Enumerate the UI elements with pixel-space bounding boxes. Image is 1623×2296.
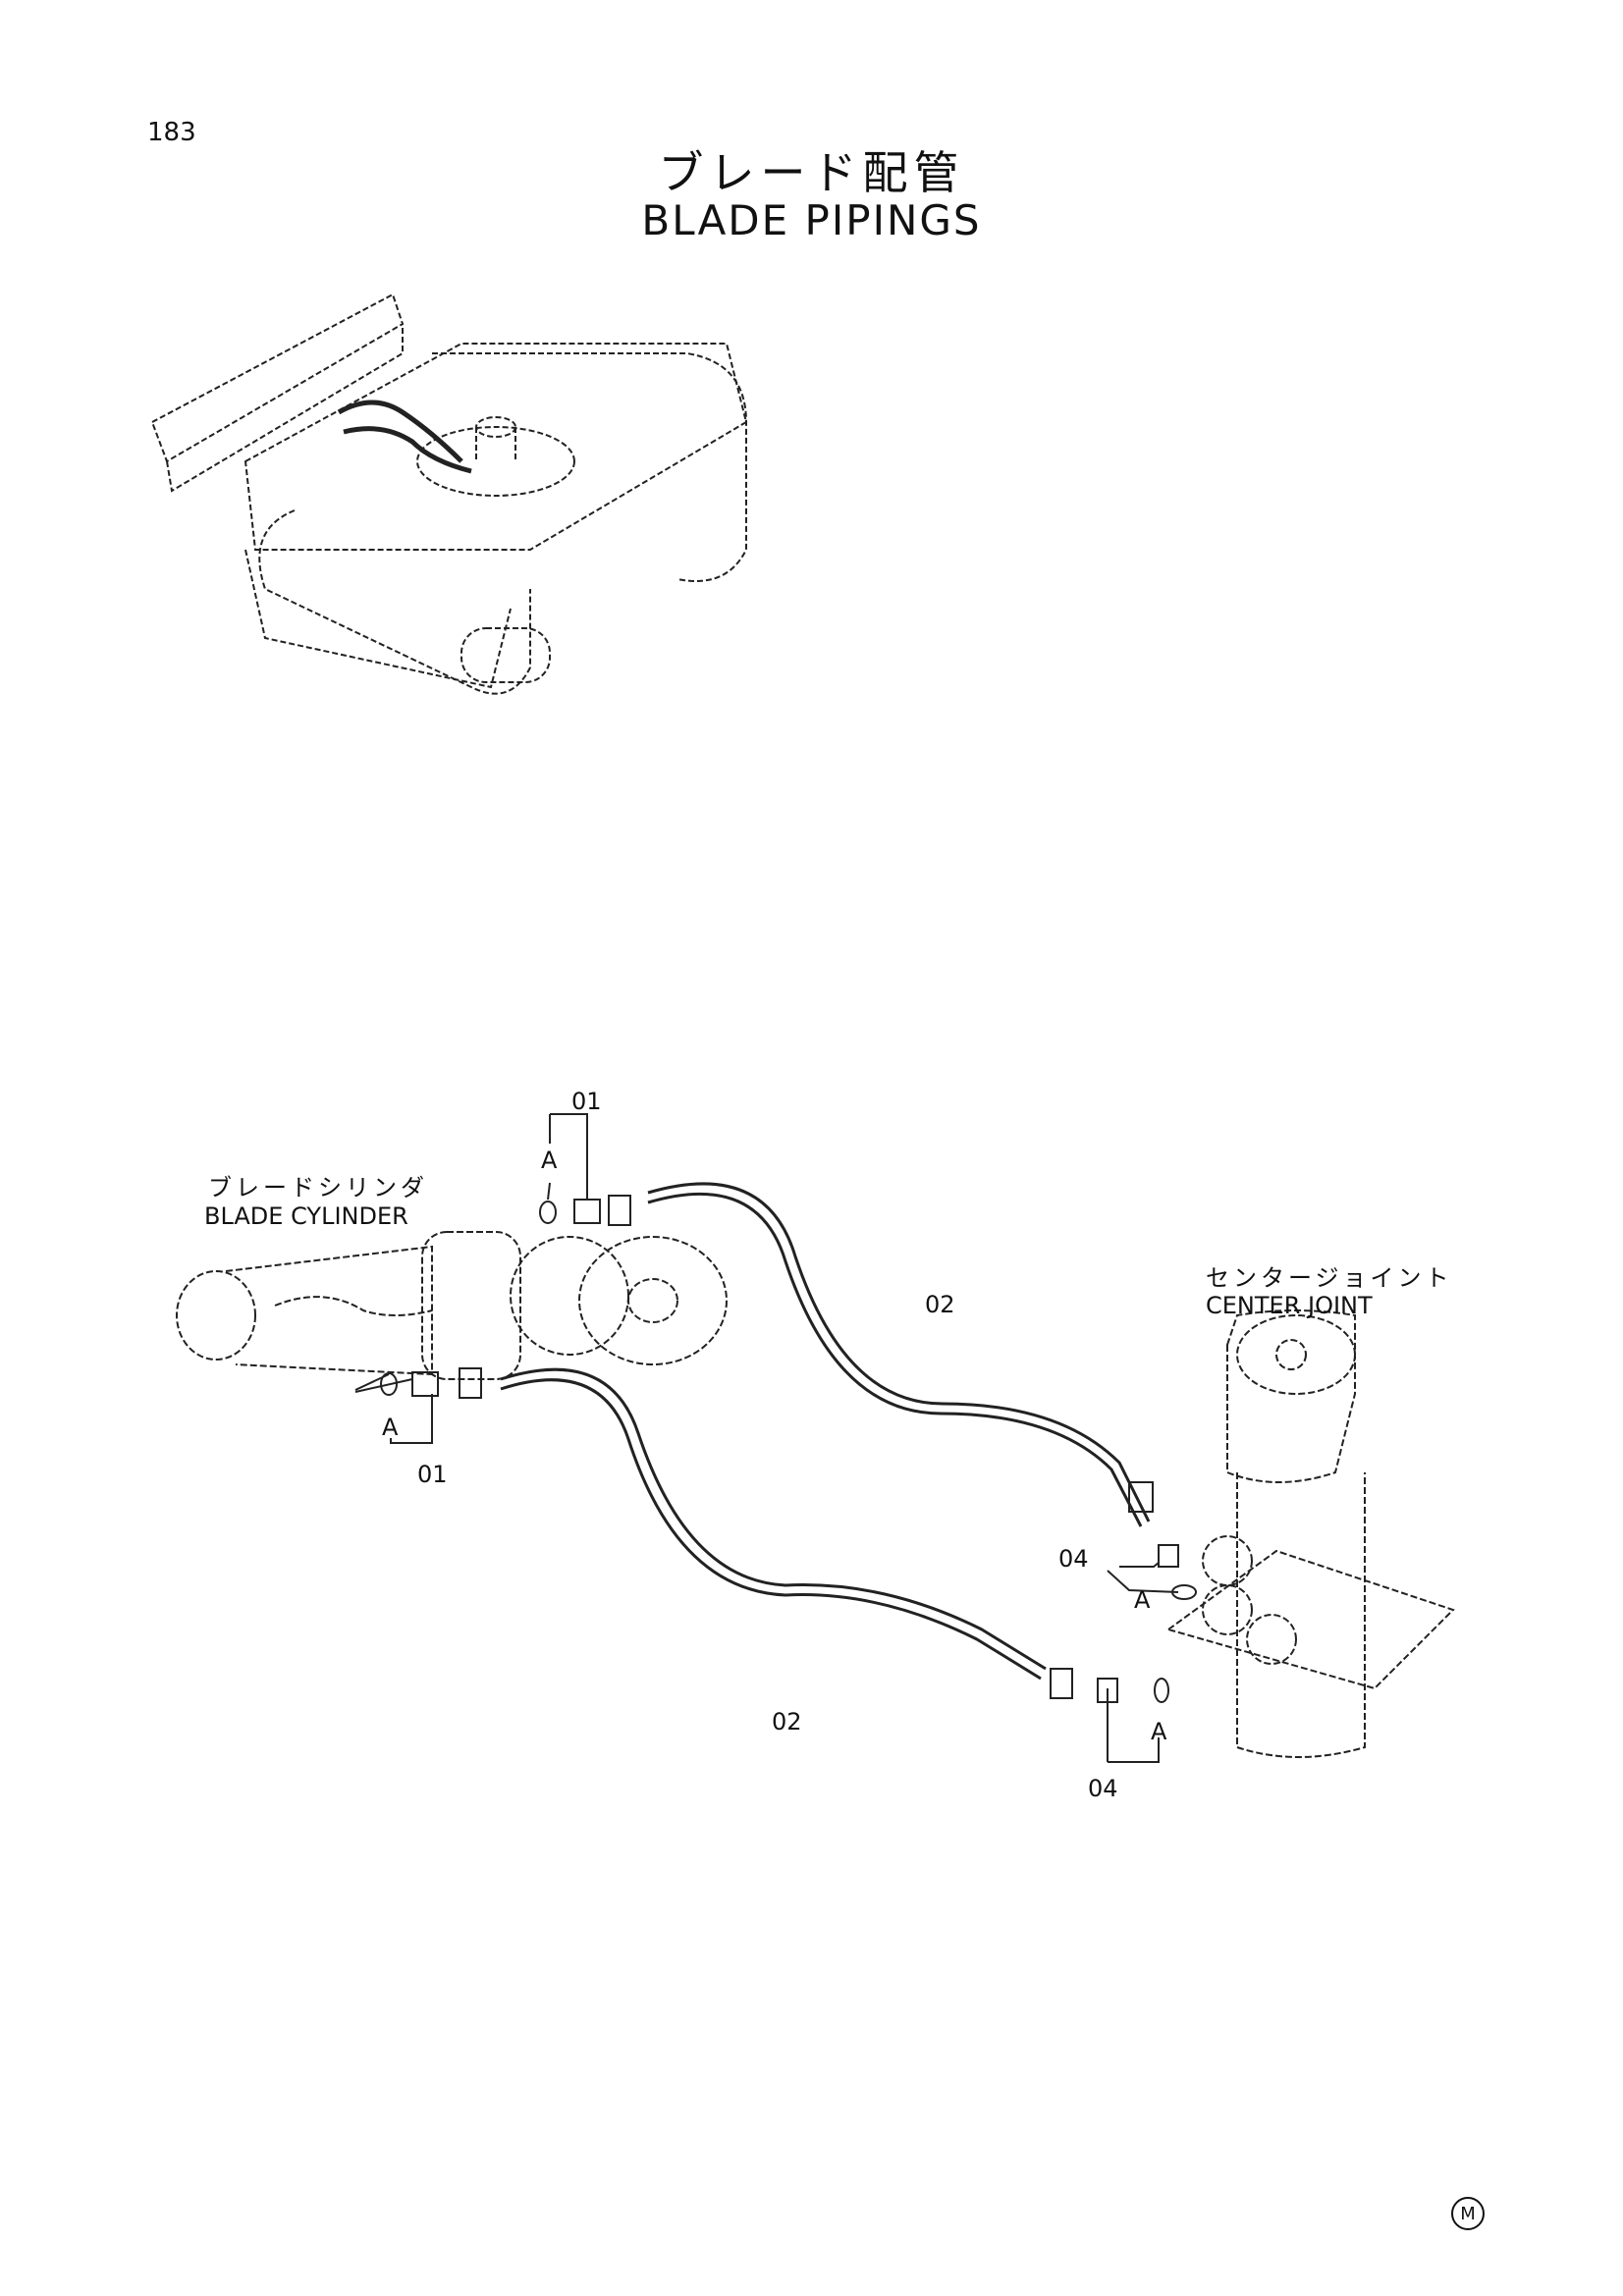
ref-a-bottom: A — [1151, 1718, 1167, 1745]
blade-cylinder-label-jp: ブレードシリンダ — [208, 1174, 428, 1201]
hose-lower — [500, 1367, 1047, 1681]
callout-02-bottom: 02 — [772, 1708, 802, 1735]
ref-a-top: A — [541, 1147, 558, 1174]
leader-lines — [354, 1113, 1179, 1763]
callout-01-bottom: 01 — [417, 1461, 448, 1488]
blade-cylinder-label: BLADE CYLINDER — [204, 1202, 408, 1230]
ref-a-left: A — [382, 1414, 399, 1441]
hose-upper — [647, 1182, 1151, 1527]
title-japanese: ブレード配管 — [658, 146, 965, 199]
ref-a-right: A — [1134, 1586, 1151, 1614]
callout-02-top: 02 — [925, 1291, 955, 1318]
callout-04-top: 04 — [1058, 1545, 1089, 1573]
center-joint-label-jp: センタージョイント — [1206, 1264, 1453, 1292]
callout-01-top: 01 — [571, 1088, 602, 1115]
page-number: 183 — [147, 118, 196, 147]
center-joint-drawing — [1165, 1309, 1455, 1758]
footer-mark: M — [1451, 2197, 1485, 2230]
center-joint-label: CENTER JOINT — [1206, 1292, 1373, 1319]
overview-highlighted-hoses — [337, 400, 472, 474]
excavator-overview-illustration — [150, 293, 748, 695]
callout-04-bottom: 04 — [1088, 1775, 1118, 1802]
blade-cylinder-drawing — [176, 1231, 728, 1380]
title-english: BLADE PIPINGS — [641, 196, 982, 244]
